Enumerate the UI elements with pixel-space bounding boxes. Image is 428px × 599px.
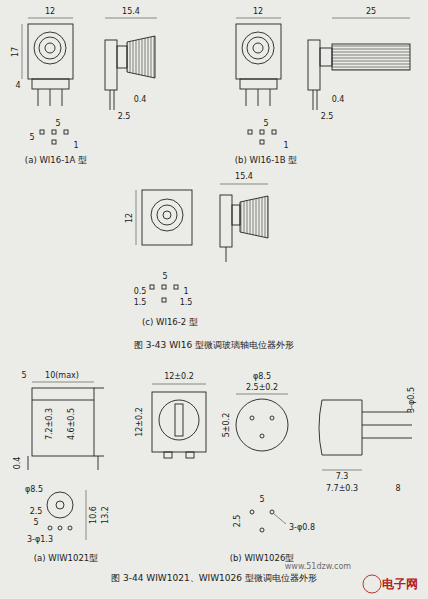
hole-pattern-b — [248, 130, 276, 144]
dimension: 0.4 — [331, 96, 346, 104]
wiw1021-bottom — [47, 490, 86, 540]
wiw1026-side — [319, 400, 412, 470]
dimension: 3-φ0.8 — [288, 524, 316, 532]
hole-pattern-c — [150, 285, 178, 302]
dimension: 2.5 — [234, 514, 242, 529]
watermark: www.51dzw.com — [284, 563, 352, 571]
dimension: 12 — [126, 212, 134, 224]
front-view-c — [136, 190, 192, 245]
figure-caption: 图 3-43 WI16 型微调玻璃轴电位器外形 — [133, 341, 295, 350]
dimension: 12 — [44, 8, 56, 16]
dimension: 17 — [12, 46, 20, 58]
dimension: 5 — [32, 519, 39, 527]
dimension: 5 — [54, 120, 61, 128]
dimension: 3-φ1.3 — [26, 536, 54, 544]
view-caption: (c) WI16-2 型 — [141, 318, 199, 327]
dimension: φ8.5 — [252, 373, 272, 381]
dimension: 5 — [258, 496, 265, 504]
dimension: 4.6±0.5 — [68, 407, 76, 441]
dimension: 5±0.2 — [223, 412, 231, 439]
dimension: 1 — [72, 142, 79, 150]
dimension: 5 — [28, 134, 35, 142]
dimension: 10.6 — [90, 505, 98, 525]
dimension: 1 — [182, 288, 189, 296]
dimension: 13.2 — [102, 505, 110, 525]
wiw1026-holes — [250, 510, 286, 532]
dimension: 5 — [161, 273, 168, 281]
dimension: 5 — [20, 372, 27, 380]
front-view-a — [22, 18, 73, 106]
dimension: 0.5 — [133, 288, 148, 296]
dimension: 2.5 — [117, 113, 132, 121]
dimension: 25 — [365, 8, 377, 16]
side-view-a — [105, 18, 157, 110]
dimension: 3-φ0.5 — [408, 386, 416, 414]
dimension: 2.5 — [320, 113, 335, 121]
front-view-b — [236, 18, 281, 106]
side-view-b — [308, 18, 410, 110]
dimension: 1.5 — [133, 299, 148, 307]
dimension: 7.2±0.3 — [46, 407, 54, 441]
hole-pattern-a — [40, 130, 68, 144]
dimension: 2.5±0.2 — [245, 384, 279, 392]
dimension: φ8.5 — [24, 486, 44, 494]
dimension: 15.4 — [234, 173, 254, 181]
dimension: 5 — [262, 120, 269, 128]
wiw1026-front — [152, 384, 206, 458]
watermark-logo — [363, 575, 381, 593]
dimension: 8 — [394, 485, 401, 493]
dimension: 1.5 — [179, 299, 194, 307]
dimension: 0.4 — [133, 96, 148, 104]
view-caption: (a) WIW1021型 — [33, 554, 100, 563]
dimension: 15.4 — [121, 8, 141, 16]
dimension: 0.4 — [14, 456, 22, 471]
dimension: 12 — [252, 8, 264, 16]
dimension: 7.7±0.3 — [325, 485, 359, 493]
figure-caption: 图 3-44 WIW1021、WIW1026 型微调电位器外形 — [110, 574, 318, 583]
view-caption: (b) WI16-1B 型 — [234, 156, 298, 165]
side-view-c — [220, 184, 268, 262]
view-caption: (a) WI16-1A 型 — [24, 156, 88, 165]
view-caption: (b) WIW1026型 — [229, 554, 296, 563]
watermark: 电子网 — [381, 578, 419, 590]
wiw1021-side — [28, 382, 104, 470]
dimension: 4 — [14, 82, 21, 90]
dimension: 10(max) — [44, 372, 80, 380]
dimension: 2.5 — [29, 508, 44, 516]
dimension: 7.3 — [335, 473, 350, 481]
dimension: 12±0.2 — [163, 373, 195, 381]
dimension: 12±0.2 — [136, 406, 144, 438]
wiw1026-bottom — [236, 394, 288, 451]
dimension: 1 — [282, 142, 289, 150]
